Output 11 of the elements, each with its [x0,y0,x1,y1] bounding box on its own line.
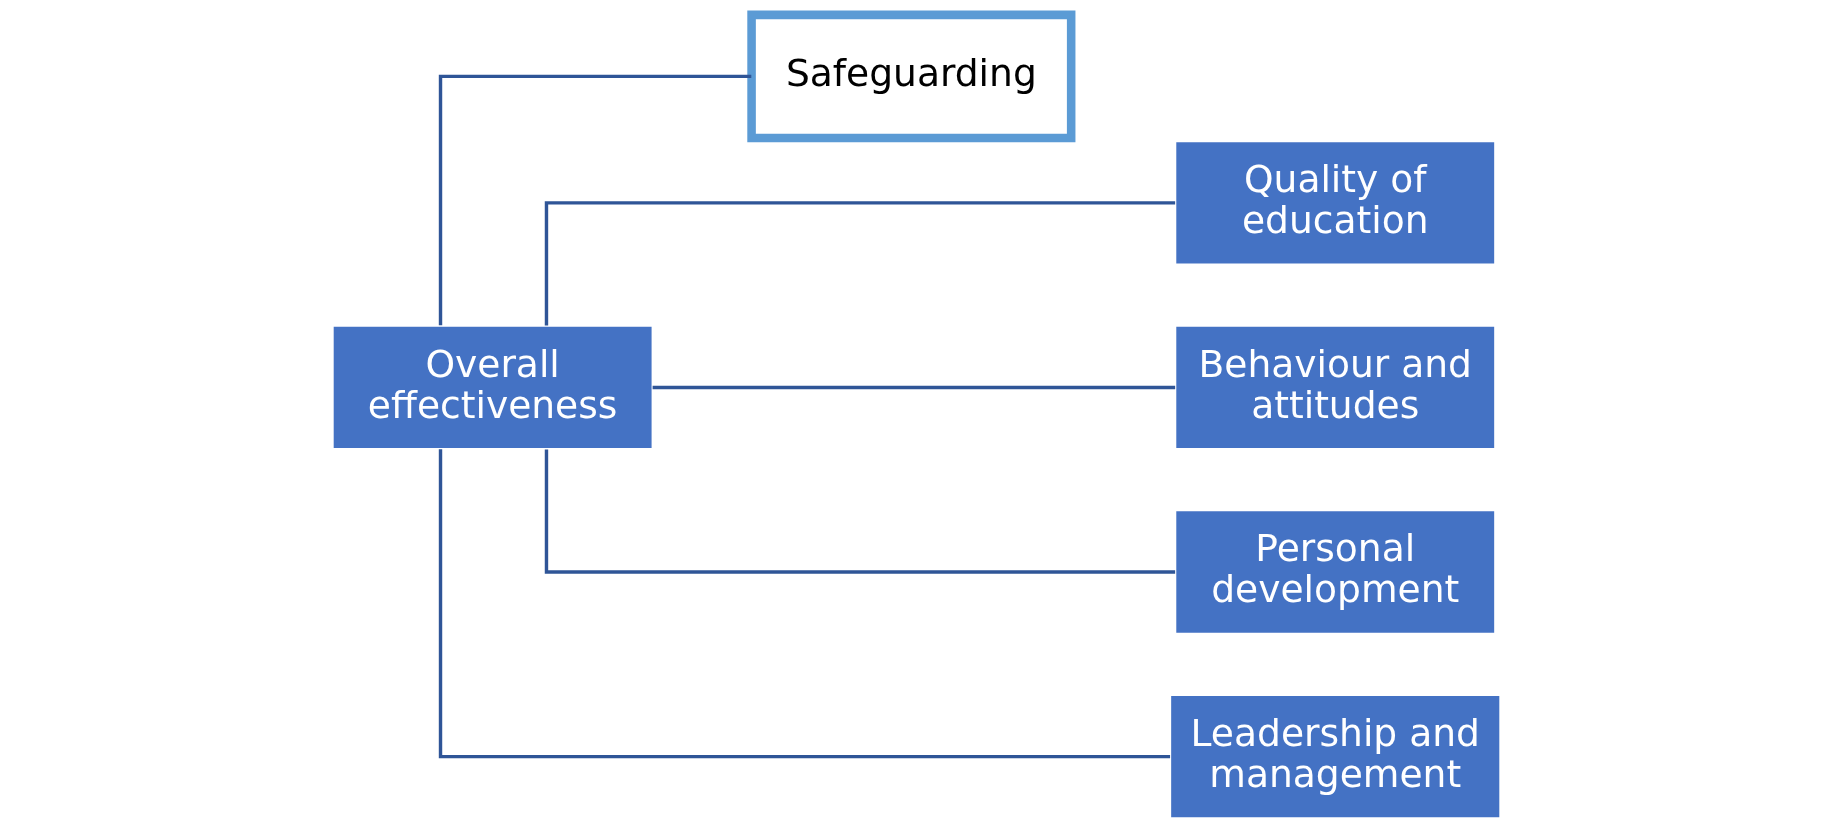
node-box: Overall effectiveness [332,325,654,450]
node-box: Quality of education [1174,140,1496,266]
connector [544,201,1176,326]
node-box: Leadership and management [1169,694,1501,819]
connector [652,385,1176,390]
node-box: Personal development [1174,509,1496,635]
connector [438,74,752,326]
node-box: Safeguarding [747,10,1076,143]
connector [438,449,1171,759]
connector [544,449,1176,574]
node-box: Behaviour and attitudes [1174,325,1496,450]
